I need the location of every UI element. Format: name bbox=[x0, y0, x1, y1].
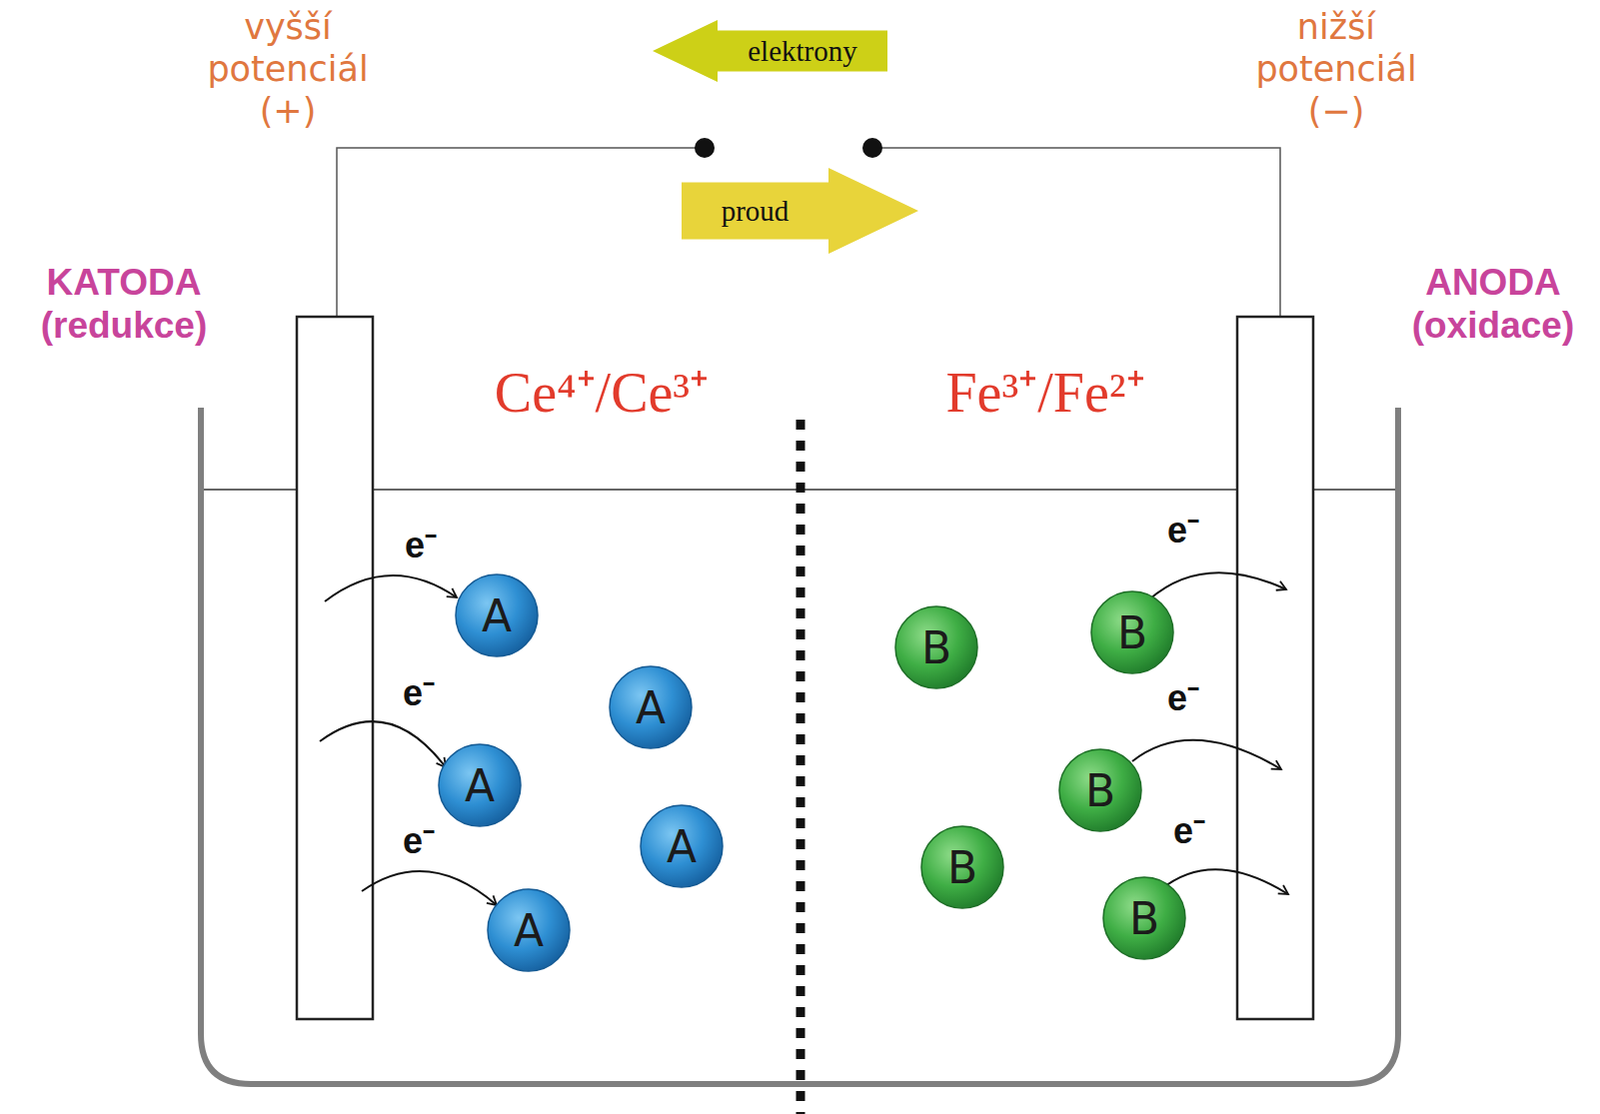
electron-symbol: e⁻ bbox=[404, 523, 437, 567]
ion-disc bbox=[438, 744, 521, 827]
ion-label: A bbox=[639, 804, 724, 889]
ion-a: A bbox=[454, 573, 539, 658]
electron-transfer-arrow bbox=[1161, 869, 1289, 895]
terminal bbox=[694, 137, 715, 158]
ion-disc bbox=[455, 574, 538, 657]
electron-transfer-arrow bbox=[319, 721, 446, 768]
ion-disc bbox=[487, 889, 570, 972]
ion-b: B bbox=[894, 605, 979, 690]
electron-symbol: e⁻ bbox=[1167, 508, 1200, 552]
ion-disc bbox=[609, 666, 692, 749]
current-flow-arrow: proud bbox=[681, 167, 919, 254]
ion-a: A bbox=[608, 665, 693, 750]
electron-symbol: e⁻ bbox=[1173, 809, 1206, 853]
electron-symbol: e⁻ bbox=[402, 819, 435, 863]
arrow-body bbox=[681, 167, 919, 254]
ion-b: B bbox=[1102, 876, 1187, 961]
ion-disc bbox=[921, 826, 1004, 909]
electron-transfer-arrow bbox=[324, 575, 457, 602]
ion-a: A bbox=[486, 888, 571, 973]
redox-couple: Fe³⁺/Fe²⁺ bbox=[945, 359, 1145, 427]
electron-transfer-arrow bbox=[361, 871, 497, 906]
ion-label: A bbox=[486, 888, 571, 973]
electron-symbol: e⁻ bbox=[1167, 676, 1200, 720]
electron-flow-arrow: elektrony bbox=[652, 19, 888, 82]
anode-electrode bbox=[1237, 316, 1314, 1020]
potential-label: nižší potenciál (−) bbox=[1255, 5, 1417, 132]
ion-b: B bbox=[1090, 590, 1175, 675]
ion-disc bbox=[895, 606, 978, 689]
ion-label: B bbox=[1102, 876, 1187, 961]
ion-label: A bbox=[454, 573, 539, 658]
redox-couple: Ce⁴⁺/Ce³⁺ bbox=[494, 359, 709, 427]
wire bbox=[872, 147, 1281, 317]
ion-disc bbox=[1059, 749, 1142, 832]
ion-a: A bbox=[437, 743, 522, 828]
ion-label: A bbox=[437, 743, 522, 828]
cathode-electrode bbox=[296, 316, 373, 1020]
electron-symbol: e⁻ bbox=[402, 671, 435, 715]
ion-label: B bbox=[920, 825, 1005, 910]
arrow-label: proud bbox=[681, 167, 919, 254]
ion-label: B bbox=[894, 605, 979, 690]
arrow-label: elektrony bbox=[652, 19, 888, 82]
ion-disc bbox=[640, 805, 723, 888]
porous-separator bbox=[796, 419, 806, 1114]
ion-b: B bbox=[920, 825, 1005, 910]
electron-transfer-arrow bbox=[1132, 740, 1282, 770]
ion-disc bbox=[1091, 591, 1174, 674]
ion-disc bbox=[1103, 877, 1186, 960]
ion-b: B bbox=[1058, 748, 1143, 833]
electrode-role: KATODA (redukce) bbox=[40, 261, 208, 347]
electron-transfer-arrow bbox=[1149, 572, 1287, 600]
arrow-shape bbox=[681, 167, 919, 254]
ion-label: B bbox=[1058, 748, 1143, 833]
electrode-role: ANODA (oxidace) bbox=[1412, 261, 1575, 347]
arrow-body bbox=[652, 19, 888, 82]
ion-label: B bbox=[1090, 590, 1175, 675]
potential-label: vyšší potenciál (+) bbox=[206, 5, 368, 132]
wire bbox=[336, 147, 705, 317]
terminal bbox=[862, 137, 883, 158]
ion-a: A bbox=[639, 804, 724, 889]
ion-label: A bbox=[608, 665, 693, 750]
